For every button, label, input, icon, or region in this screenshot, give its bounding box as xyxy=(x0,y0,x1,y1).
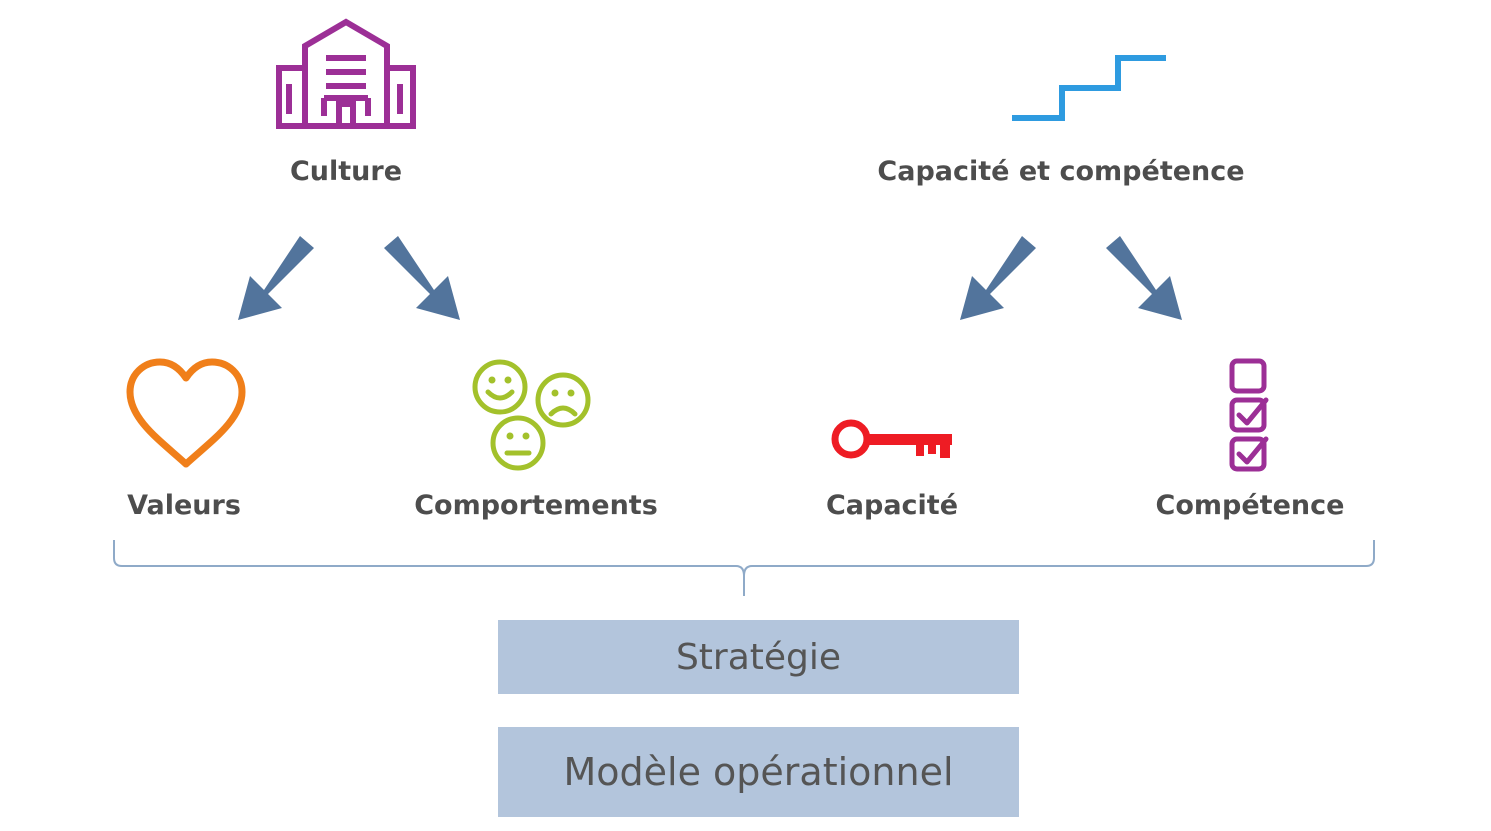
culture-label: Culture xyxy=(289,156,403,187)
heart-icon xyxy=(126,358,246,468)
arrow-down-right-icon xyxy=(384,236,460,320)
key-icon xyxy=(831,419,952,459)
modele-operationnel-box: Modèle opérationnel xyxy=(498,727,1019,817)
stairs-icon xyxy=(1012,55,1166,121)
competence-label: Compétence xyxy=(1155,490,1345,521)
comportements-label: Comportements xyxy=(414,490,658,521)
checklist-icon xyxy=(1229,358,1269,472)
arrow-down-left-icon xyxy=(238,236,314,320)
valeurs-label: Valeurs xyxy=(127,490,241,521)
modele-operationnel-label: Modèle opérationnel xyxy=(563,750,954,794)
strategie-box: Stratégie xyxy=(498,620,1019,694)
smileys-icon xyxy=(472,359,591,471)
arrow-down-right-icon xyxy=(1106,236,1182,320)
arrow-down-left-icon xyxy=(960,236,1036,320)
capacite-competence-label: Capacité et compétence xyxy=(877,156,1245,187)
capacite-label: Capacité xyxy=(825,490,959,521)
building-icon xyxy=(276,18,416,129)
strategie-label: Stratégie xyxy=(675,636,842,678)
grouping-bracket xyxy=(113,540,1375,596)
